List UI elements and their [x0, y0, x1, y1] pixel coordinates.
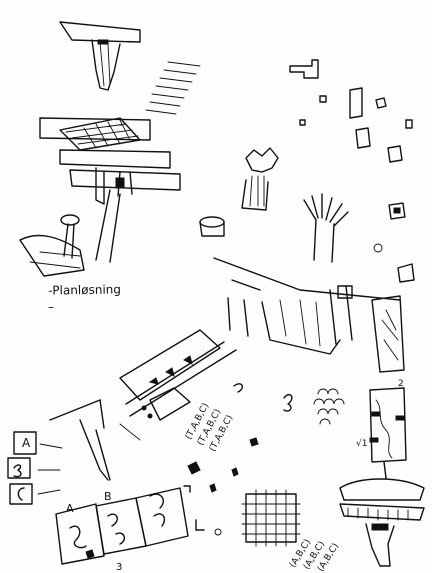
structural-frame-sketch	[39, 117, 181, 263]
diagonal-site-plan-sketch	[119, 329, 237, 441]
staircase-sketch	[145, 61, 201, 115]
squiggle-marks-sketch	[233, 383, 293, 412]
scale-pattern-sketch	[313, 388, 345, 425]
pedestal-sketch	[199, 216, 225, 237]
dash-caption: –	[48, 300, 54, 314]
scattered-blocks-sketch	[183, 437, 259, 536]
tree-column-sketch	[241, 147, 279, 211]
small-marks-sketch	[373, 202, 415, 283]
column-capital-sketch	[59, 21, 141, 91]
l-shaped-blocks-sketch	[289, 59, 413, 163]
mound-figure-sketch	[19, 214, 85, 277]
bottom-capital-sketch	[339, 478, 425, 567]
plan-number-2: 2	[398, 379, 404, 389]
abc-boxes-sketch	[7, 431, 63, 505]
bottom-letter-b: B	[104, 490, 112, 503]
bent-wall-sketch	[49, 399, 111, 481]
box-letter-a: A	[22, 436, 31, 450]
framed-plan-sketch	[369, 387, 407, 479]
bottom-number-3: 3	[116, 562, 122, 573]
grid-square-sketch	[241, 489, 301, 547]
blob-panels-sketch	[55, 487, 189, 565]
bottom-letter-a: A	[66, 502, 74, 515]
check-mark-label: √1	[356, 438, 367, 449]
branching-column-sketch	[303, 193, 349, 263]
terrain-section-sketch	[213, 257, 405, 373]
planlosning-caption: -Planløsning	[47, 282, 122, 298]
